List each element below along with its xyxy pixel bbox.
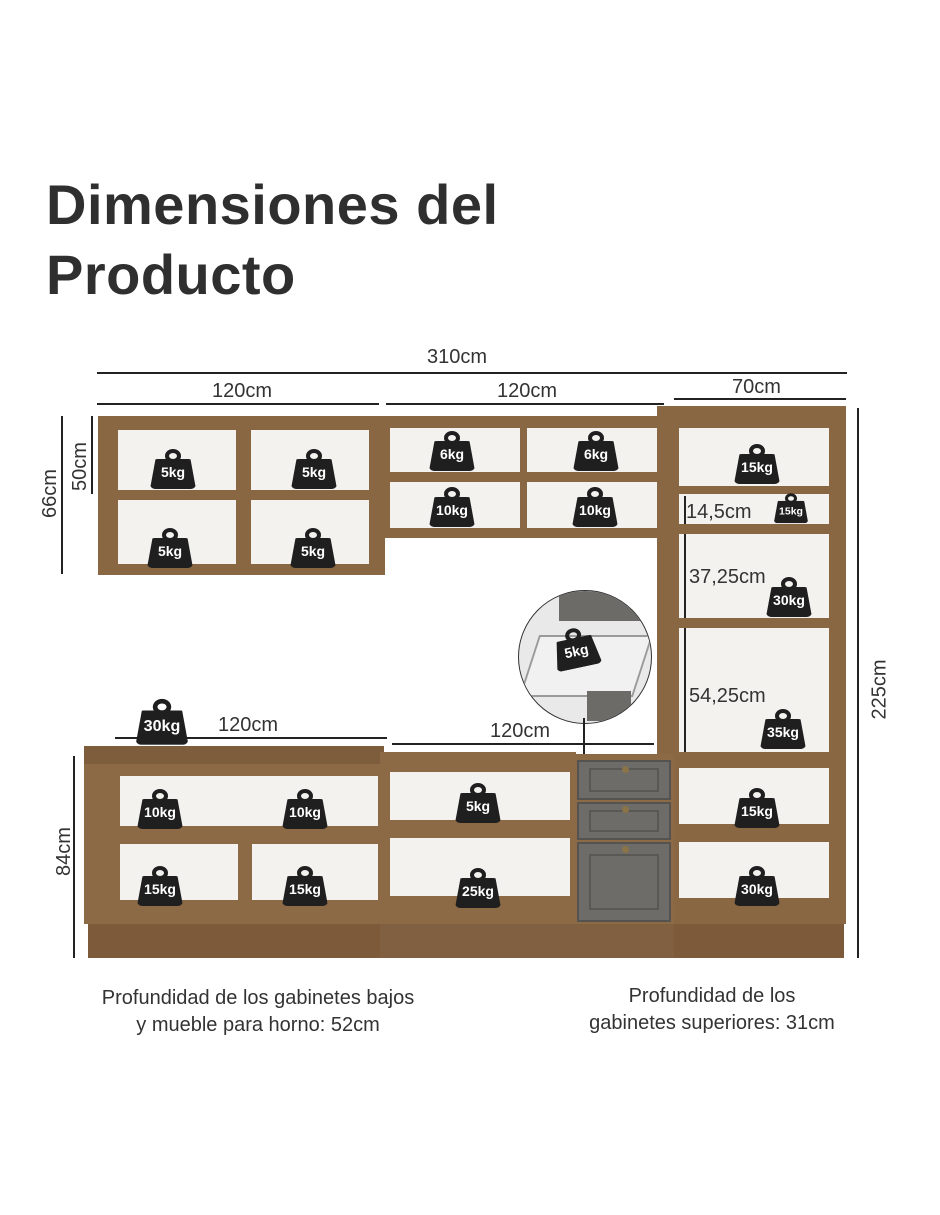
weight-ul-3: 5kg xyxy=(147,528,193,570)
tower-width-line xyxy=(674,398,846,400)
weight-base-top: 30kg xyxy=(135,698,189,747)
upper-outer-height-label: 66cm xyxy=(38,469,61,518)
weight-tower-3: 30kg xyxy=(766,577,812,619)
drawer-unit xyxy=(574,754,674,924)
upper-mid-cabinet xyxy=(385,416,665,538)
tower-shelf-2-line xyxy=(684,534,686,618)
drawer-top-knob xyxy=(622,766,629,773)
title-line-2: Producto xyxy=(46,243,296,306)
weight-bl-2: 10kg xyxy=(282,789,328,831)
weight-tower-2: 15kg xyxy=(773,493,809,525)
weight-bl-3: 15kg xyxy=(137,866,183,908)
tower-width-label: 70cm xyxy=(732,376,781,398)
upper-inner-height-label: 50cm xyxy=(68,442,91,491)
plinth-mid xyxy=(380,924,674,958)
drawer-middle-knob xyxy=(622,806,629,813)
weight-ul-2: 5kg xyxy=(291,449,337,491)
tower-height-line xyxy=(857,408,859,958)
tower-shelf-3-line xyxy=(684,628,686,752)
tower-height-label: 225cm xyxy=(868,659,891,720)
weight-tower-6: 30kg xyxy=(734,866,780,908)
base-left-cabinet xyxy=(84,746,384,924)
inset-pointer xyxy=(583,718,585,754)
weight-um-4: 10kg xyxy=(572,487,618,529)
total-width-label: 310cm xyxy=(427,346,488,368)
base-height-label: 84cm xyxy=(52,827,75,876)
weight-ul-4: 5kg xyxy=(290,528,336,570)
weight-tower-1: 15kg xyxy=(734,444,780,486)
weight-ul-1: 5kg xyxy=(150,449,196,491)
tower-shelf-1-line xyxy=(684,496,686,524)
title-line-1: Dimensiones del xyxy=(46,173,499,236)
lower-door-knob xyxy=(622,846,629,853)
upper-inner-height-line xyxy=(91,416,93,494)
weight-bl-1: 10kg xyxy=(137,789,183,831)
base-height-line xyxy=(73,756,75,958)
upper-left-width-line xyxy=(97,403,379,405)
base-left-width-label: 120cm xyxy=(218,714,279,736)
upper-left-cabinet xyxy=(98,416,385,575)
weight-tower-4: 35kg xyxy=(760,709,806,751)
weight-um-2: 6kg xyxy=(573,431,619,473)
total-width-line xyxy=(97,372,847,374)
upper-mid-width-label: 120cm xyxy=(497,380,558,402)
tower-shelf-1-label: 14,5cm xyxy=(686,501,752,523)
upper-outer-height-line xyxy=(61,416,63,574)
base-left-width-line xyxy=(115,737,387,739)
depth-lower-note: Profundidad de los gabinetes bajos y mue… xyxy=(101,987,415,1036)
weight-bm-1: 5kg xyxy=(455,783,501,825)
page-title: Dimensiones del Producto xyxy=(46,170,499,310)
lower-door[interactable] xyxy=(577,842,671,922)
tower-shelf-2-label: 37,25cm xyxy=(689,566,766,588)
weight-um-3: 10kg xyxy=(429,487,475,529)
upper-mid-width-line xyxy=(386,403,664,405)
weight-bl-4: 15kg xyxy=(282,866,328,908)
base-mid-width-line xyxy=(392,743,654,745)
weight-um-1: 6kg xyxy=(429,431,475,473)
depth-upper-note: Profundidad de los gabinetes superiores:… xyxy=(589,985,835,1034)
plinth-left xyxy=(88,924,380,958)
upper-left-width-label: 120cm xyxy=(212,380,273,402)
plinth-right xyxy=(674,924,844,958)
base-mid-width-label: 120cm xyxy=(490,720,551,742)
weight-bm-2: 25kg xyxy=(455,868,501,910)
weight-tower-5: 15kg xyxy=(734,788,780,830)
tower-shelf-3-label: 54,25cm xyxy=(689,685,766,707)
